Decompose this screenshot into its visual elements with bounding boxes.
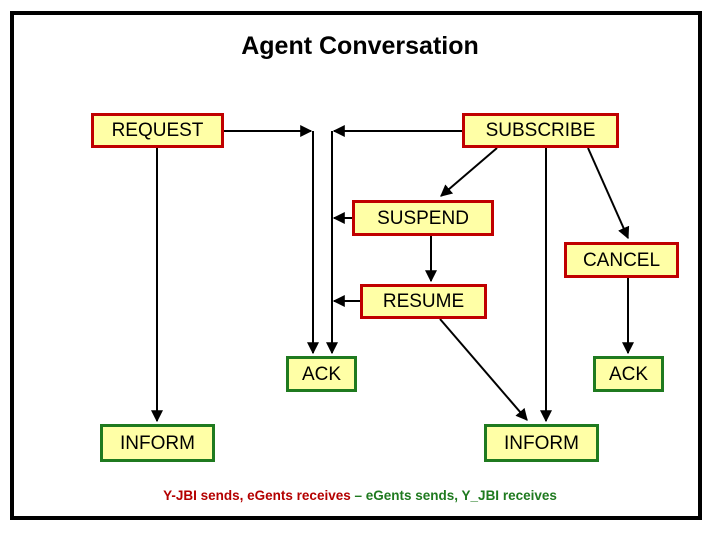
node-ack-left[interactable]: ACK <box>286 356 357 392</box>
node-inform-right[interactable]: INFORM <box>484 424 599 462</box>
node-ack-right[interactable]: ACK <box>593 356 664 392</box>
node-subscribe[interactable]: SUBSCRIBE <box>462 113 619 148</box>
page-title: Agent Conversation <box>241 32 479 60</box>
legend-red-text: Y-JBI sends, eGents receives <box>163 488 351 503</box>
node-inform-left-label: INFORM <box>120 432 195 454</box>
node-request[interactable]: REQUEST <box>91 113 224 148</box>
legend-separator: – <box>350 488 366 503</box>
legend-caption: Y-JBI sends, eGents receives – eGents se… <box>0 488 720 503</box>
node-suspend[interactable]: SUSPEND <box>352 200 494 236</box>
node-cancel-label: CANCEL <box>582 249 661 271</box>
node-resume[interactable]: RESUME <box>360 284 487 319</box>
legend-green-text: eGents sends, Y_JBI receives <box>365 488 557 503</box>
node-subscribe-label: SUBSCRIBE <box>485 120 596 141</box>
node-ack-left-label: ACK <box>301 363 342 385</box>
node-ack-right-label: ACK <box>608 363 649 385</box>
node-suspend-label: SUSPEND <box>377 207 469 229</box>
node-inform-right-label: INFORM <box>504 432 579 454</box>
node-inform-left[interactable]: INFORM <box>100 424 215 462</box>
node-request-label: REQUEST <box>111 120 204 141</box>
node-cancel[interactable]: CANCEL <box>564 242 679 278</box>
node-resume-label: RESUME <box>382 291 465 312</box>
